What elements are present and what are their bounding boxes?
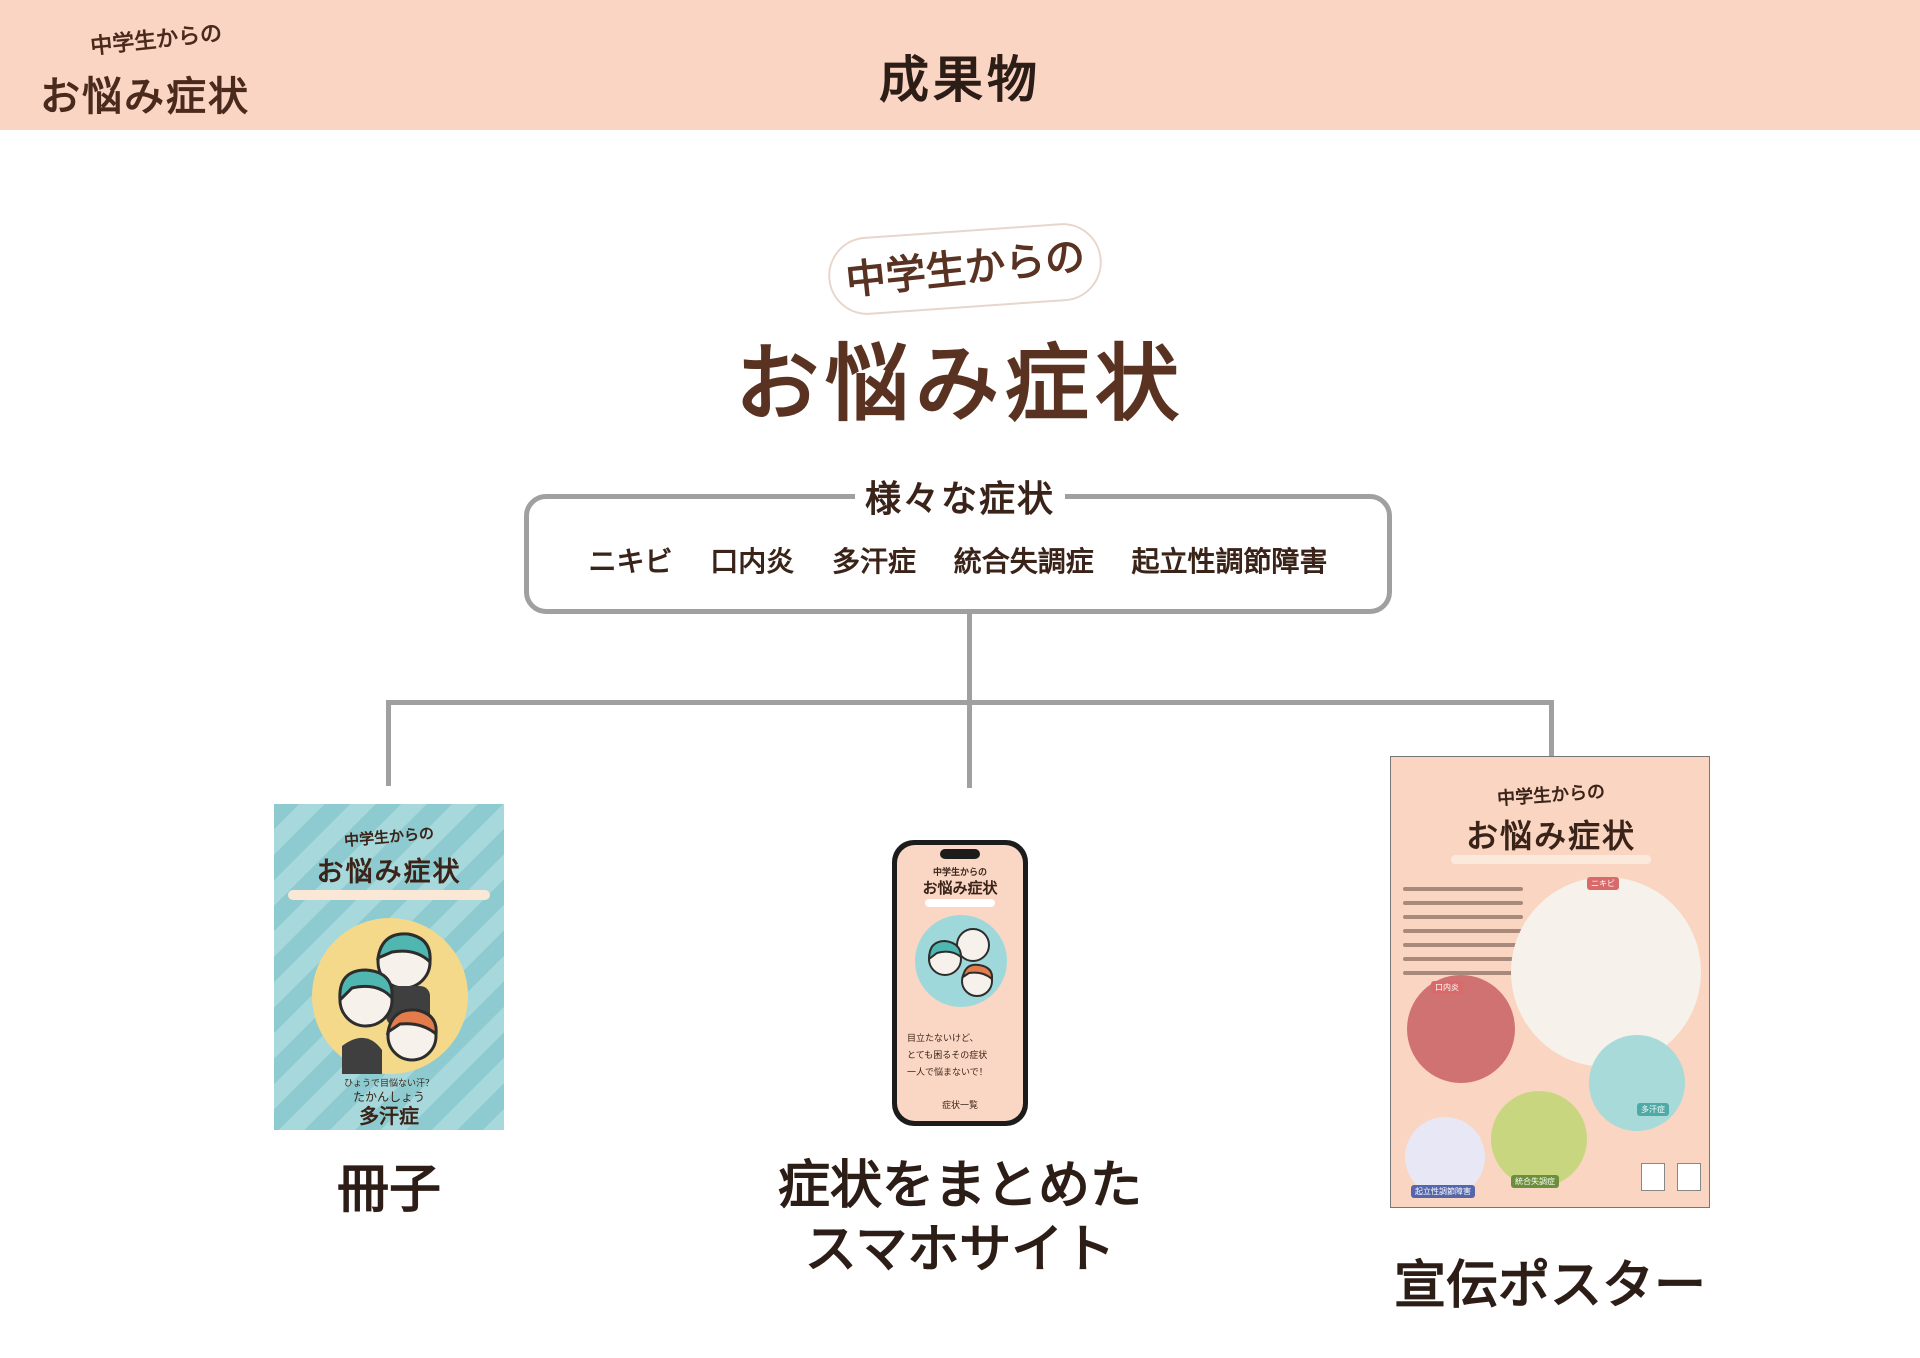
booklet-caption: 冊子 [336,1160,441,1220]
poster-big: お悩み症状 [1465,817,1636,855]
header-logo-big: お悩み症状 [40,74,250,120]
connector-left [386,700,391,786]
booklet-cover-image: 中学生からの お悩み症状 ひょうで目悩ない汗？ たかんしょう 多汗症 [274,804,504,1130]
main-logo: 中学生からの お悩み症状 [720,220,1200,433]
phone-screen-line: 一人で悩まないで！ [907,1068,988,1078]
symptoms-box-title: 様々な症状 [854,470,1065,522]
poster-band [1451,855,1651,864]
booklet-cover-big: お悩み症状 [316,857,462,888]
booklet-cover-label: ひょうで目悩ない汗？ [343,1079,434,1089]
connector-right [1549,700,1554,756]
phone-screen-illustration [915,915,1007,1007]
qr-code-icon [1677,1163,1701,1191]
phone-symptom-list-button[interactable]: 症状一覧 [941,1101,978,1111]
poster-circle-hyperhidrosis [1589,1035,1685,1131]
phone-screen-small: 中学生からの [932,868,987,878]
poster-tag: ニキビ [1587,877,1619,890]
symptom-item: 統合失調症 [953,545,1094,578]
poster-circle-schizophrenia [1491,1091,1587,1187]
symptom-list: ニキビ 口内炎 多汗症 統合失調症 起立性調節障害 [524,540,1392,580]
poster-image: 中学生からの お悩み症状 ニキビ 口内炎 多汗症 統合失調症 起立性調節障害 [1390,756,1710,1208]
smartphone-mockup: 中学生からの お悩み症状 目立たないけど、 とても困るその症状 一人で悩まないで… [892,840,1028,1126]
booklet-cover-illustration [312,918,468,1074]
characters-illustration-icon [338,932,438,1074]
poster-tag: 多汗症 [1637,1103,1669,1116]
header-bar: 中学生からの お悩み症状 成果物 [0,0,1920,130]
poster-caption: 宣伝ポスター [1393,1256,1706,1316]
phone-screen-line: とても困るその症状 [907,1051,988,1061]
phone-screen-band [925,899,995,907]
symptom-item: ニキビ [588,545,673,578]
phone-screen-big: お悩み症状 [922,879,998,897]
symptoms-box-title-wrap: 様々な症状 [0,470,1920,522]
symptom-item: 口内炎 [710,545,795,578]
poster-tag: 口内炎 [1431,981,1463,994]
header-logo[interactable]: 中学生からの お悩み症状 [40,21,280,122]
symptom-item: 起立性調節障害 [1131,545,1328,578]
qr-code-icon [1641,1163,1665,1191]
phone-screen: 中学生からの お悩み症状 目立たないけど、 とても困るその症状 一人で悩まないで… [897,845,1023,1121]
phone-caption-line1: 症状をまとめた [777,1156,1142,1216]
booklet-cover-title: 多汗症 [359,1104,419,1128]
poster-circle-od [1405,1117,1485,1197]
characters-illustration-icon [927,928,994,997]
poster-tag: 起立性調節障害 [1411,1185,1475,1198]
main-logo-big: お悩み症状 [734,335,1185,433]
phone-caption-line2: スマホサイト [804,1220,1116,1280]
booklet-cover-band [288,890,490,900]
phone-screen-line: 目立たないけど、 [907,1034,979,1044]
page-title: 成果物 [879,51,1041,109]
symptom-item: 多汗症 [831,545,916,578]
poster-paragraph [1403,887,1523,977]
phone-notch [940,849,980,859]
connector-horizontal [386,700,1554,705]
booklet-cover-ruby: たかんしょう [352,1090,425,1104]
poster-circle-acne [1511,877,1701,1067]
poster-tag: 統合失調症 [1511,1175,1559,1188]
